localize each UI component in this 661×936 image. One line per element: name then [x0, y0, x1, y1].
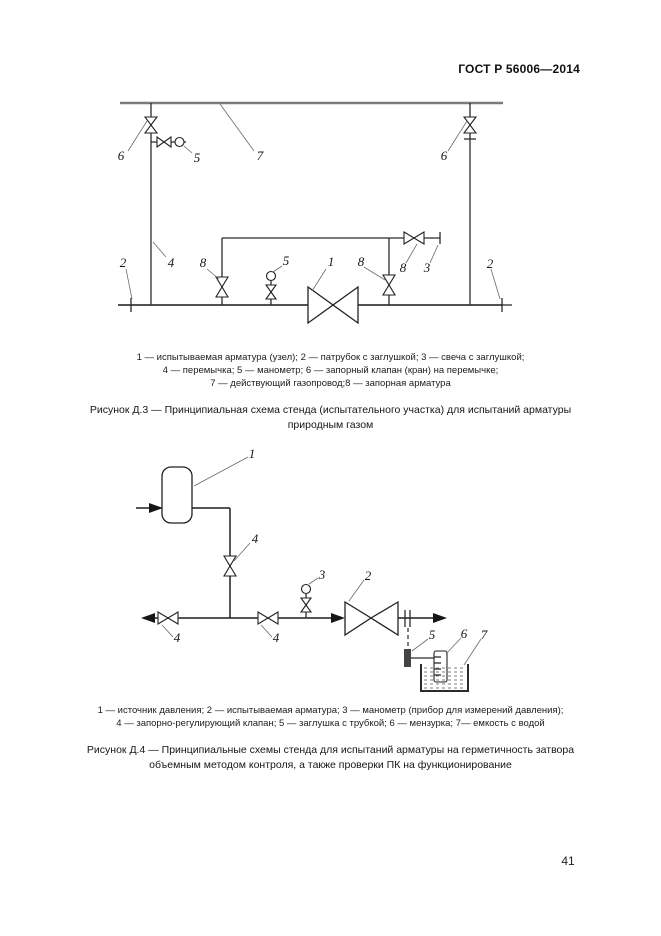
figure-d4-legend: 1 — источник давления; 2 — испытываемая …: [0, 704, 661, 730]
manometer-symbol: [174, 136, 185, 148]
diagram-label: 3: [423, 260, 431, 275]
bypass-left-valve-symbol: [215, 276, 229, 298]
diagram-label: 6: [118, 148, 125, 163]
regulating-valve-symbol: [223, 555, 237, 577]
leader-lines: [125, 103, 501, 300]
diagram-label: 2: [487, 256, 494, 271]
vent-valve-symbol: [403, 231, 425, 245]
legend-line: 4 — запорно-регулирующий клапан; 5 — заг…: [116, 718, 545, 729]
figure-d3-diagram: 6 5 7 6 2 4 8 5 1 8 8 3 2: [118, 101, 512, 325]
legend-line: 4 — перемычка; 5 — манометр; 6 — запорны…: [162, 365, 499, 376]
legend-line: 7 — действующий газопровод;8 — запорная …: [210, 378, 451, 389]
mid-manometer-symbol: [264, 270, 278, 305]
caption-line: объемным методом контроля, а также прове…: [149, 758, 512, 771]
diagram-label: 5: [194, 150, 201, 165]
diagram-label: 2: [365, 568, 372, 583]
diagram-label: 7: [257, 148, 264, 163]
diagram-label: 4: [174, 630, 181, 645]
diagram-label: 1: [328, 254, 335, 269]
diagram-label: 2: [120, 255, 127, 270]
pressure-gauge-symbol: [299, 583, 313, 618]
left-shutoff-valve-symbol: [143, 116, 159, 134]
bypass-right-valve-symbol: [382, 274, 396, 296]
right-arrow-icon: [433, 613, 447, 623]
mid-regulating-valve-symbol: [257, 611, 279, 625]
water-tank-symbol: [420, 664, 469, 692]
diagram-label: 4: [273, 630, 280, 645]
legend-line: 1 — испытываемая арматура (узел); 2 — па…: [136, 352, 525, 363]
left-regulating-valve-symbol: [157, 611, 179, 625]
diagram-label: 6: [461, 626, 468, 641]
right-shutoff-valve-symbol: [462, 116, 478, 140]
figure-d4-diagram: 1 4 4 4 3 2 5 6 7: [136, 446, 488, 692]
pressure-source-symbol: [161, 466, 193, 524]
left-arrow-icon: [141, 613, 155, 623]
tested-valve-symbol: [307, 285, 359, 325]
diagram-label: 8: [200, 255, 207, 270]
caption-line: Рисунок Д.4 — Принципиальные схемы стенд…: [86, 744, 575, 756]
tested-valve-symbol: [344, 600, 399, 637]
legend-line: 1 — источник давления; 2 — испытываемая …: [97, 705, 564, 716]
diagram-label: 5: [429, 627, 436, 642]
branch-valve-symbol: [156, 135, 172, 149]
caption-line: природным газом: [287, 418, 374, 431]
diagram-label: 4: [168, 255, 175, 270]
flow-arrow-icon: [331, 613, 345, 623]
figure-d4-caption: Рисунок Д.4 — Принципиальные схемы стенд…: [0, 743, 661, 772]
diagram-label: 8: [400, 260, 407, 275]
figure-d3-legend: 1 — испытываемая арматура (узел); 2 — па…: [0, 351, 661, 390]
diagram-label: 1: [249, 446, 256, 461]
diagram-label: 8: [358, 254, 365, 269]
diagram-label: 5: [283, 253, 290, 268]
inlet-arrow-icon: [149, 503, 163, 513]
diagram-label: 7: [481, 627, 488, 642]
diagram-label: 3: [318, 567, 326, 582]
page-number: 41: [561, 854, 575, 868]
figure-d3-caption: Рисунок Д.3 — Принципиальная схема стенд…: [0, 403, 661, 432]
plug-with-tube-symbol: [404, 649, 411, 667]
standard-code-header: ГОСТ Р 56006—2014: [458, 62, 580, 76]
measuring-cup-symbol: [433, 650, 448, 683]
diagram-label: 6: [441, 148, 448, 163]
diagram-label: 4: [252, 531, 259, 546]
caption-line: Рисунок Д.3 — Принципиальная схема стенд…: [89, 404, 572, 416]
leader-lines: [161, 456, 482, 666]
